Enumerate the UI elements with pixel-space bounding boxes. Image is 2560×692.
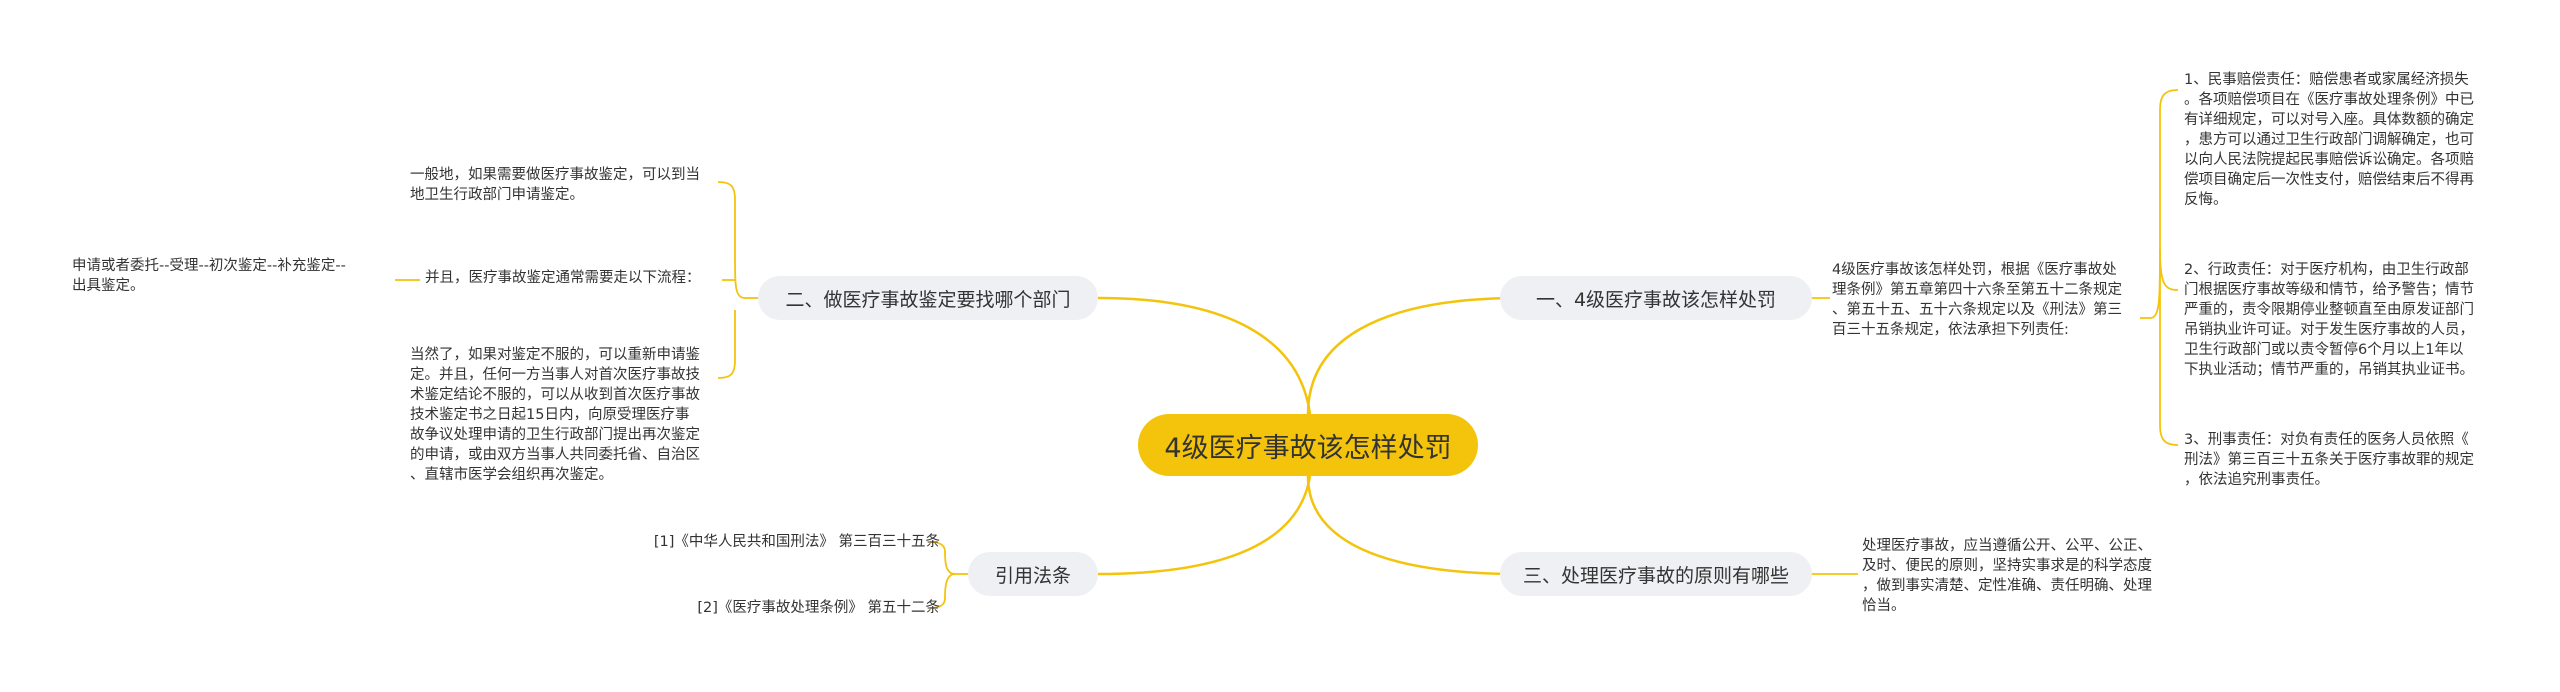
leaf-criminal-liability: 3、刑事责任：对负有责任的医务人员依照《 刑法》第三百三十五条关于医疗事故罪的规… [2184, 432, 2474, 488]
edge-root-b3 [1306, 475, 1521, 576]
leaf-administrative-liability: 2、行政责任：对于医疗机构，由卫生行政部 门根据医疗事故等级和情节，给予警告；情… [2184, 262, 2474, 378]
leaf-handling-principles-text: 处理医疗事故，应当遵循公开、公平、公正、 及时、便民的原则，坚持实事求是的科学态… [1862, 538, 2152, 614]
branch-appraisal-department[interactable]: 二、做医疗事故鉴定要找哪个部门 [758, 276, 1098, 320]
edge-root-b1 [1306, 296, 1521, 415]
branch-level4-punishment[interactable]: 一、4级医疗事故该怎样处罚 [1500, 276, 1812, 320]
leaf-law-reference-2: [2]《医疗事故处理条例》 第五十二条 [697, 600, 940, 616]
edge-root-b4 [1097, 475, 1312, 576]
leaf-appraisal-process-steps: 申请或者委托--受理--初次鉴定--补充鉴定-- 出具鉴定。 [72, 258, 346, 294]
edge-root-b2 [1097, 296, 1312, 415]
leaf-appraisal-appeal: 当然了，如果对鉴定不服的，可以重新申请鉴 定。并且，任何一方当事人对首次医疗事故… [410, 347, 700, 483]
leaf-appraisal-general: 一般地，如果需要做医疗事故鉴定，可以到当 地卫生行政部门申请鉴定。 [410, 167, 700, 203]
leaf-law-reference-1: [1]《中华人民共和国刑法》 第三百三十五条 [653, 534, 940, 550]
leaf-civil-liability: 1、民事赔偿责任：赔偿患者或家属经济损失 。各项赔偿项目在《医疗事故处理条例》中… [2184, 72, 2474, 208]
leaf-punishment-summary: 4级医疗事故该怎样处罚，根据《医疗事故处 理条例》第五章第四十六条至第五十二条规… [1832, 262, 2122, 338]
root-topic[interactable]: 4级医疗事故该怎样处罚 [1138, 414, 1478, 476]
branch-handling-principles[interactable]: 三、处理医疗事故的原则有哪些 [1500, 552, 1812, 596]
leaf-appraisal-process: 并且，医疗事故鉴定通常需要走以下流程： [425, 270, 701, 286]
branch-cited-laws[interactable]: 引用法条 [968, 552, 1098, 596]
